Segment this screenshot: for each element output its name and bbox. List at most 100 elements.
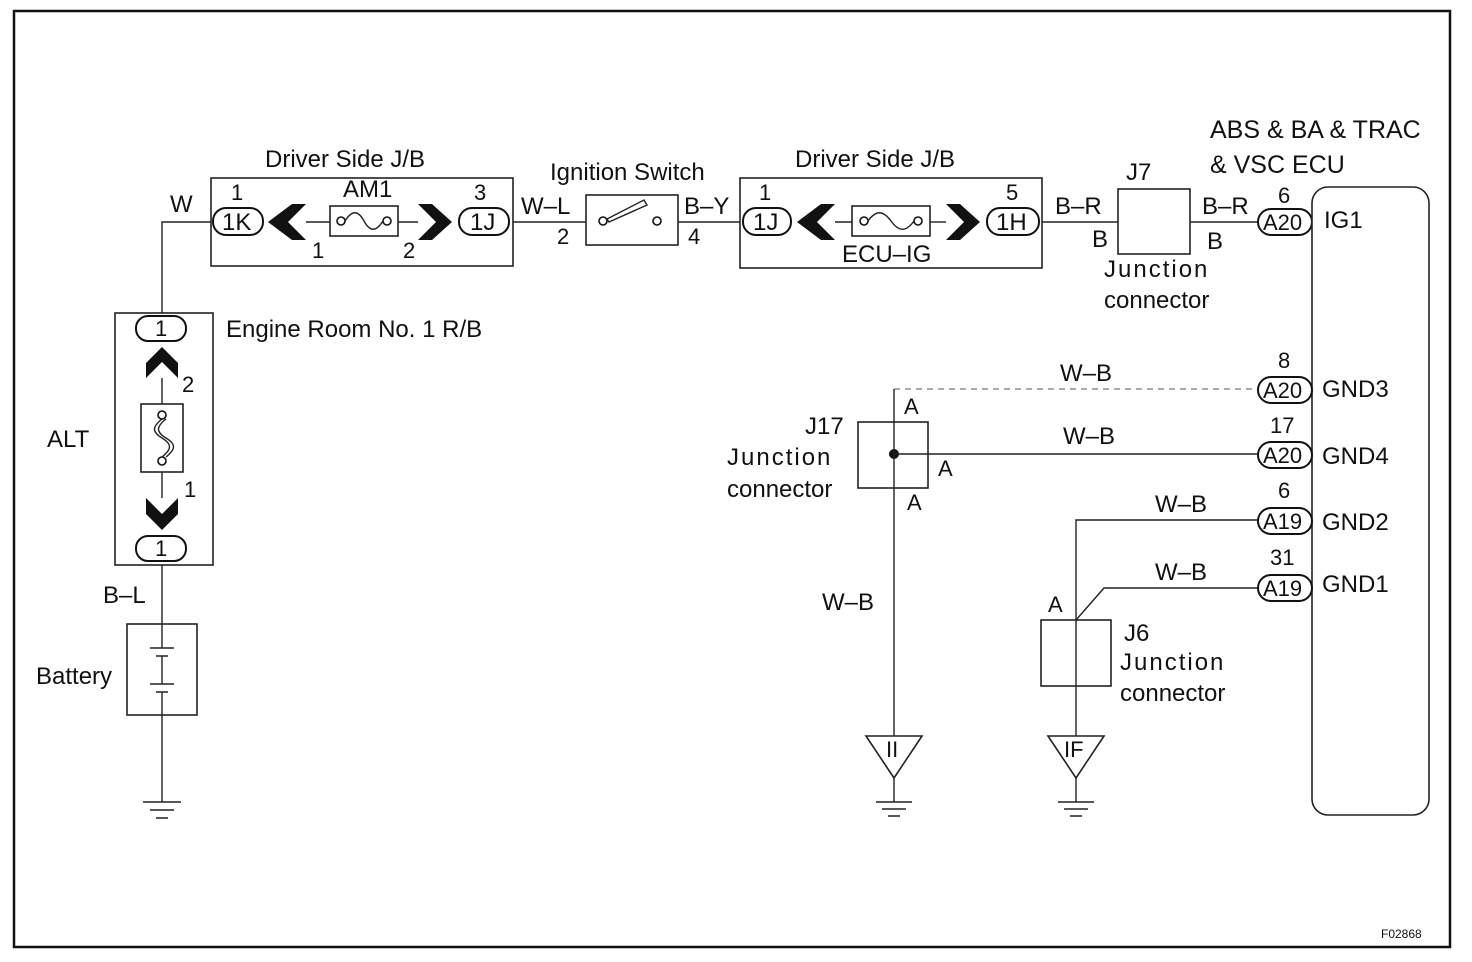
wire-b-r-right-label: B–R: [1202, 193, 1249, 220]
j17-title: J17: [805, 413, 844, 440]
connector-1j-right-label: 1J: [753, 209, 778, 236]
pin-ig1: 6: [1278, 183, 1290, 208]
wire-gnd2-label: W–B: [1155, 491, 1207, 518]
pin-am1-in: 1: [312, 238, 324, 263]
connector-1j-left: [458, 207, 510, 236]
chevron-up-icon: [146, 347, 178, 378]
j17-a-right: A: [938, 456, 953, 481]
connector-a19-gnd2-label: A19: [1263, 509, 1302, 534]
connector-1-top-label: 1: [155, 316, 167, 341]
terminal-gnd3: GND3: [1322, 376, 1389, 403]
connector-1j-right: [742, 207, 792, 236]
wire-vertical-label: W–B: [822, 589, 874, 616]
wire-b-left-label: B: [1092, 226, 1108, 253]
wire-gnd1-label: W–B: [1155, 559, 1207, 586]
terminal-ig1: IG1: [1324, 207, 1363, 234]
pin-alt-top: 2: [182, 372, 194, 397]
j17-desc-2: connector: [727, 476, 832, 503]
terminal-gnd4: GND4: [1322, 443, 1389, 470]
fuse-ecu-ig-element-icon: [867, 212, 915, 230]
pin-am1-out: 2: [403, 238, 415, 263]
connector-1-bottom: [135, 535, 187, 562]
ground-if-label: IF: [1064, 737, 1084, 762]
pin-1j-left: 3: [474, 180, 486, 205]
engine-room-rb-title: Engine Room No. 1 R/B: [226, 316, 482, 343]
wire-b-right-label: B: [1207, 228, 1223, 255]
connector-1j-left-label: 1J: [470, 209, 495, 236]
j7-desc-2: connector: [1104, 287, 1209, 314]
connector-a20-gnd4: [1257, 441, 1313, 469]
chevron-right-icon: [418, 204, 452, 240]
battery-cell-icon: [150, 624, 174, 715]
connector-a20-ig1-label: A20: [1263, 210, 1302, 235]
connector-a19-gnd2: [1257, 507, 1313, 535]
j7-junction-box: [1117, 188, 1191, 255]
j6-a: A: [1048, 592, 1063, 617]
connector-a20-gnd3: [1257, 376, 1313, 404]
terminal-gnd1: GND1: [1322, 571, 1389, 598]
connector-1h: [986, 207, 1040, 236]
connector-1-bottom-label: 1: [155, 536, 167, 561]
connector-a20-gnd3-label: A20: [1263, 378, 1302, 403]
connector-a20-gnd4-label: A20: [1263, 443, 1302, 468]
connector-a19-gnd1-label: A19: [1263, 576, 1302, 601]
driver-jb-right-title: Driver Side J/B: [795, 146, 955, 173]
chevron-down-icon: [146, 498, 178, 530]
wire-gnd4-label: W–B: [1063, 423, 1115, 450]
wire-b-y-label: B–Y: [684, 193, 729, 220]
ecu-box: [1311, 186, 1430, 816]
wire-w-label: W: [170, 191, 193, 218]
j17-desc-1: Junction: [727, 444, 832, 471]
ignition-switch-title: Ignition Switch: [550, 159, 705, 186]
pin-1k: 1: [231, 180, 243, 205]
j7-title: J7: [1126, 159, 1151, 186]
wire-b-l-label: B–L: [103, 582, 146, 609]
ground-if-icon: [1046, 735, 1106, 780]
ground-ii-icon: [864, 735, 924, 780]
ground-battery-icon: [143, 801, 181, 819]
switch-contact-icon: [605, 199, 649, 223]
connector-1k: [212, 207, 264, 236]
pin-gnd1: 31: [1270, 545, 1294, 570]
alt-label: ALT: [47, 426, 90, 453]
driver-jb-left-title: Driver Side J/B: [265, 146, 425, 173]
j7-desc-1: Junction: [1104, 256, 1209, 283]
connector-1k-label: 1K: [222, 209, 251, 236]
wire-gnd2: [1075, 519, 1258, 620]
pin-gnd3: 8: [1278, 348, 1290, 373]
pin-gnd2: 6: [1278, 478, 1290, 503]
outer-frame: [12, 9, 1452, 949]
connector-1-top: [135, 315, 187, 342]
wire-w: [161, 221, 211, 316]
terminal-gnd2: GND2: [1322, 509, 1389, 536]
j6-title: J6: [1124, 620, 1149, 647]
pin-ign-out: 4: [688, 224, 700, 249]
wire-gnd1: [1075, 587, 1258, 621]
ecu-title-1: ABS & BA & TRAC: [1210, 116, 1421, 144]
pin-1j-right: 1: [759, 180, 771, 205]
pin-gnd4: 17: [1270, 413, 1294, 438]
fuse-ecu-ig-label: ECU–IG: [842, 241, 931, 268]
battery-label: Battery: [36, 663, 112, 690]
connector-1h-label: 1H: [996, 209, 1027, 236]
fuse-alt-element-icon: [153, 418, 171, 458]
fuse-am1-element-icon: [344, 212, 384, 230]
chevron-left-icon-2: [797, 204, 835, 240]
wire-gnd3-label: W–B: [1060, 360, 1112, 387]
ecu-title-2: & VSC ECU: [1210, 151, 1345, 179]
figure-code: F02868: [1381, 927, 1422, 941]
chevron-left-icon: [268, 204, 306, 240]
j6-desc-1: Junction: [1120, 649, 1225, 676]
j17-a-bottom: A: [907, 490, 922, 515]
wire-b-r-left-label: B–R: [1055, 193, 1102, 220]
j17-a-top: A: [904, 394, 919, 419]
ground-ii-label: II: [886, 737, 898, 762]
j6-desc-2: connector: [1120, 680, 1225, 707]
fuse-am1-label: AM1: [343, 176, 392, 203]
wire-w-l-label: W–L: [521, 193, 570, 220]
chevron-right-icon-2: [946, 204, 980, 240]
pin-alt-bottom: 1: [184, 477, 196, 502]
pin-1h: 5: [1006, 180, 1018, 205]
pin-ign-in: 2: [557, 224, 569, 249]
